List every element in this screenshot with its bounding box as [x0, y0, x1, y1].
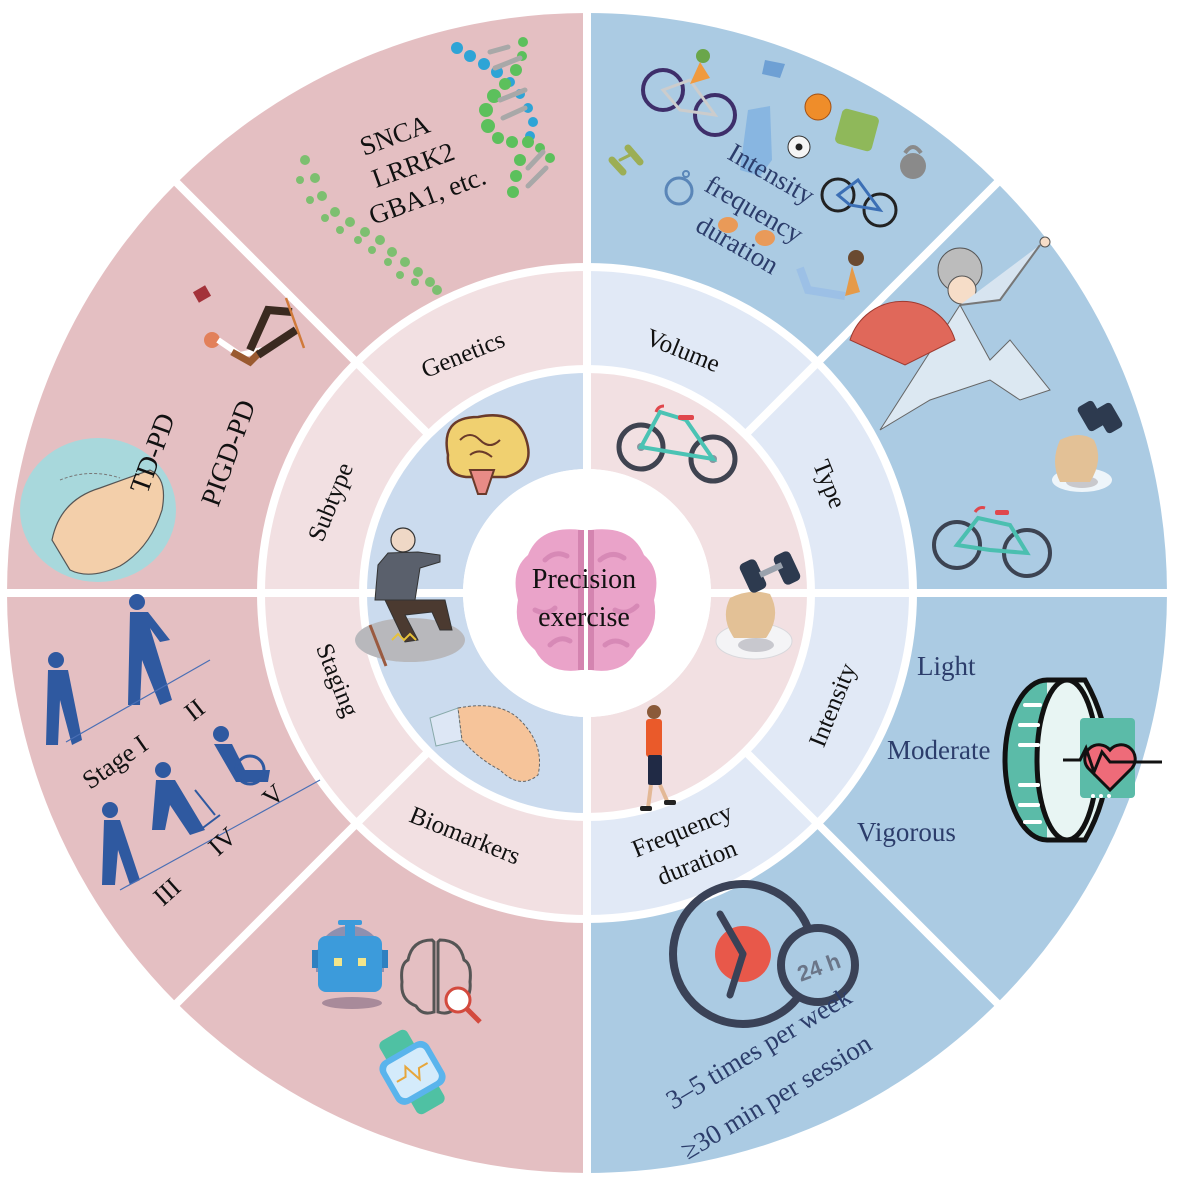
soccer-ball-icon — [787, 135, 811, 159]
volume-exercise-icons — [608, 49, 926, 300]
radial-divider — [742, 748, 1002, 1008]
middle-sector-biomarkers — [356, 751, 587, 919]
middle-sector-intensity — [745, 593, 913, 824]
walking-person-icon — [640, 705, 676, 811]
tai-chi-person-icon — [849, 236, 1051, 431]
staging-ground-lines — [65, 659, 321, 891]
standing-person-icon — [102, 802, 140, 885]
intensity-level-vigorous: Vigorous — [857, 817, 956, 847]
wheelchair-person-icon — [213, 726, 270, 786]
ring-sectors — [7, 13, 1167, 1173]
middle-sector-volume — [587, 267, 818, 435]
walker-person-icon — [152, 762, 221, 835]
sportswear-icon — [740, 60, 785, 176]
outer-sector-genetics — [176, 13, 588, 363]
middle-sector-frequency — [587, 751, 818, 919]
middle-sector-staging — [261, 593, 429, 824]
dumbbell-arm-icon — [715, 551, 801, 660]
yoga-person-icon — [796, 250, 864, 300]
bicycle-icon — [932, 506, 1052, 578]
ring-dividers — [5, 11, 1169, 1175]
bicycle-icon — [616, 404, 738, 484]
staging-figures — [46, 594, 270, 885]
middle-sector-genetics — [356, 267, 587, 435]
center-circle — [463, 469, 711, 717]
intensity-level-light: Light — [917, 651, 976, 681]
falling-elderly-icon — [355, 527, 465, 667]
tremor-hand-icon — [20, 438, 176, 582]
dumbbell-arm-icon — [1052, 400, 1123, 492]
dumbbell-icon — [608, 144, 644, 176]
outer-sector-volume — [587, 13, 998, 363]
scale-icon — [835, 108, 879, 152]
center-title-line-1: Precision — [532, 564, 636, 595]
standing-person-icon — [46, 652, 82, 745]
inner-sector-disease — [363, 369, 587, 817]
cyclist-icon — [641, 49, 737, 137]
dna-helix-icon — [296, 155, 442, 295]
falling-person-icon — [192, 285, 306, 367]
radial-divider — [172, 748, 432, 1008]
intensity-level-moderate: Moderate — [887, 735, 990, 765]
center-title-line-2: exercise — [538, 602, 630, 633]
stopwatch-icon — [664, 170, 694, 206]
walking-person-icon — [128, 594, 172, 705]
fitness-tracker-heart-icon — [1002, 677, 1162, 843]
clock-24h-icon: 24 h — [669, 880, 859, 1028]
outer-sector-biomarkers — [176, 823, 588, 1173]
brain-search-icon — [400, 938, 482, 1024]
radial-divider — [172, 178, 432, 438]
kettlebell-icon — [900, 145, 926, 179]
middle-sector-subtype — [261, 362, 429, 593]
brain-icon — [515, 529, 657, 671]
brain-icon — [445, 414, 530, 495]
bicycle-icon — [820, 177, 898, 228]
dna-helix-icon — [451, 37, 555, 198]
gloves-icon — [718, 217, 775, 246]
middle-sector-type — [745, 362, 913, 593]
radial-divider — [742, 178, 1002, 438]
robot-icon — [312, 920, 388, 1009]
smartwatch-icon — [379, 1029, 446, 1115]
tremor-hand-icon — [429, 705, 540, 782]
inner-sector-exercise — [587, 369, 811, 817]
basketball-icon — [804, 93, 832, 121]
